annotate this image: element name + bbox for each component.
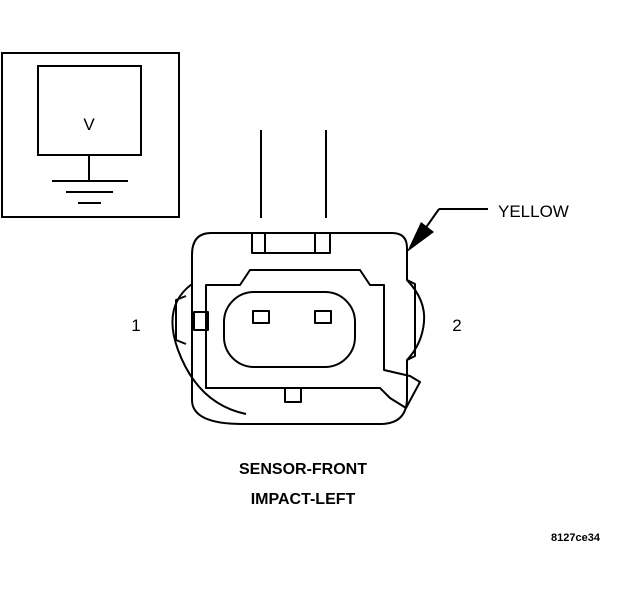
terminal-cavity (223, 291, 356, 368)
bottom-key-tab (284, 387, 302, 403)
terminal-slot-2 (314, 310, 332, 324)
right-side-ridge (406, 279, 426, 361)
pin-label-1: 1 (131, 316, 140, 335)
locking-tab (171, 283, 247, 415)
voltmeter-box (37, 65, 142, 156)
callout-arrow-icon (407, 222, 434, 252)
inner-frame-notch (193, 311, 209, 331)
caption-line-2: IMPACT-LEFT (251, 491, 356, 508)
top-key-tab (251, 232, 331, 254)
caption-line-1: SENSOR-FRONT (239, 461, 367, 478)
pin-label-2: 2 (452, 316, 461, 335)
legend-frame (1, 52, 180, 218)
locking-tab-detail (175, 295, 187, 345)
connector-body (171, 232, 426, 425)
voltmeter-ground-legend: V (1, 52, 180, 218)
figure-code: 8127ce34 (551, 532, 601, 544)
voltmeter-symbol: V (83, 115, 95, 134)
wire-color-callout: YELLOW (407, 202, 569, 252)
inner-frame (205, 269, 421, 409)
wire-color-label: YELLOW (498, 202, 569, 221)
terminal-slot-1 (252, 310, 270, 324)
connector-housing (191, 232, 416, 425)
